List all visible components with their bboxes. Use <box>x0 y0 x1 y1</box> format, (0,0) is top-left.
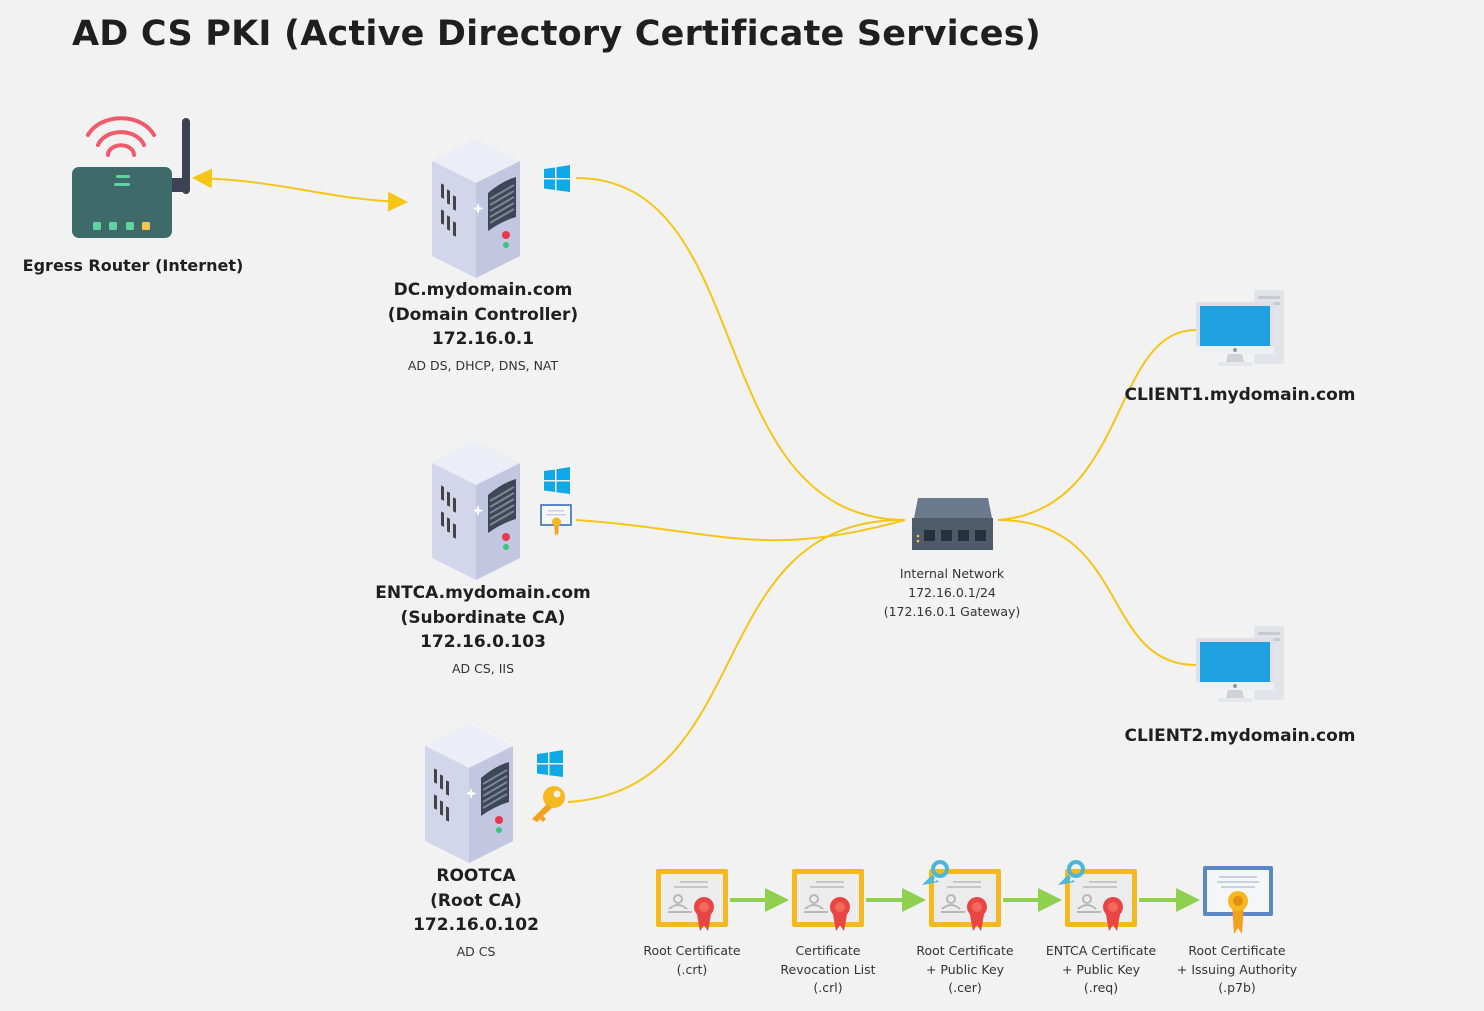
entca-ip: 172.16.0.103 <box>420 632 546 652</box>
cert-flow-caption: Root Certificate (.crt) <box>643 943 741 977</box>
link-router-dc <box>192 168 408 212</box>
root-certificate-crt-icon <box>655 868 729 932</box>
entca-label: ENTCA.mydomain.com (Subordinate CA) 172.… <box>362 581 604 678</box>
entca-services: AD CS, IIS <box>451 660 515 676</box>
entca-certificate-icon <box>540 504 572 536</box>
page-title: AD CS PKI (Active Directory Certificate … <box>72 14 1041 54</box>
link-switch-client1 <box>997 329 1197 521</box>
switch-icon <box>912 498 993 550</box>
rootca-label: ROOTCA (Root CA) 172.16.0.102 AD CS <box>355 864 597 961</box>
link-rootca-switch <box>567 518 906 803</box>
cert-flow-caption: Root Certificate + Issuing Authority (.p… <box>1176 943 1298 995</box>
rootca-role: (Root CA) <box>430 890 522 911</box>
client1-label: CLIENT1.mydomain.com <box>1124 385 1356 405</box>
dc-role: (Domain Controller) <box>387 304 579 325</box>
link-switch-client2 <box>997 519 1197 666</box>
crl-certificate-icon <box>791 868 865 932</box>
dc-ip: 172.16.0.1 <box>431 329 535 349</box>
router-icon <box>72 116 190 238</box>
root-certificate-p7b-icon <box>1203 866 1273 934</box>
cert-flow-caption: Root Certificate + Public Key (.cer) <box>916 943 1014 995</box>
client2-computer-icon <box>1196 626 1284 702</box>
entca-role: (Subordinate CA) <box>400 607 566 628</box>
root-certificate-cer-icon <box>928 868 1002 932</box>
entca-certificate-req-icon <box>1064 868 1138 932</box>
rootca-services: AD CS <box>456 943 496 959</box>
dc-windows-icon <box>544 165 570 192</box>
dc-label: DC.mydomain.com (Domain Controller) 172.… <box>362 278 604 375</box>
link-dc-switch <box>575 177 906 521</box>
cert-flow-caption: Certificate Revocation List (.crl) <box>780 943 876 995</box>
entca-name: ENTCA.mydomain.com <box>375 583 591 603</box>
rootca-key-icon <box>532 786 565 822</box>
rootca-name: ROOTCA <box>436 866 516 886</box>
rootca-windows-icon <box>537 750 563 777</box>
cert-flow-caption: ENTCA Certificate + Public Key (.req) <box>1045 943 1157 995</box>
client2-label: CLIENT2.mydomain.com <box>1124 726 1356 746</box>
switch-label: Internal Network 172.16.0.1/24 (172.16.0… <box>883 566 1021 619</box>
dc-server-icon <box>431 138 521 279</box>
rootca-server-icon <box>424 723 514 864</box>
dc-services: AD DS, DHCP, DNS, NAT <box>407 357 559 373</box>
client1-computer-icon <box>1196 290 1284 366</box>
rootca-ip: 172.16.0.102 <box>413 915 539 935</box>
entca-server-icon <box>431 440 521 581</box>
entca-windows-icon <box>544 467 570 494</box>
network-links <box>192 168 1197 803</box>
dc-name: DC.mydomain.com <box>393 280 573 300</box>
router-label: Egress Router (Internet) <box>22 256 244 275</box>
link-entca-switch <box>575 519 906 542</box>
